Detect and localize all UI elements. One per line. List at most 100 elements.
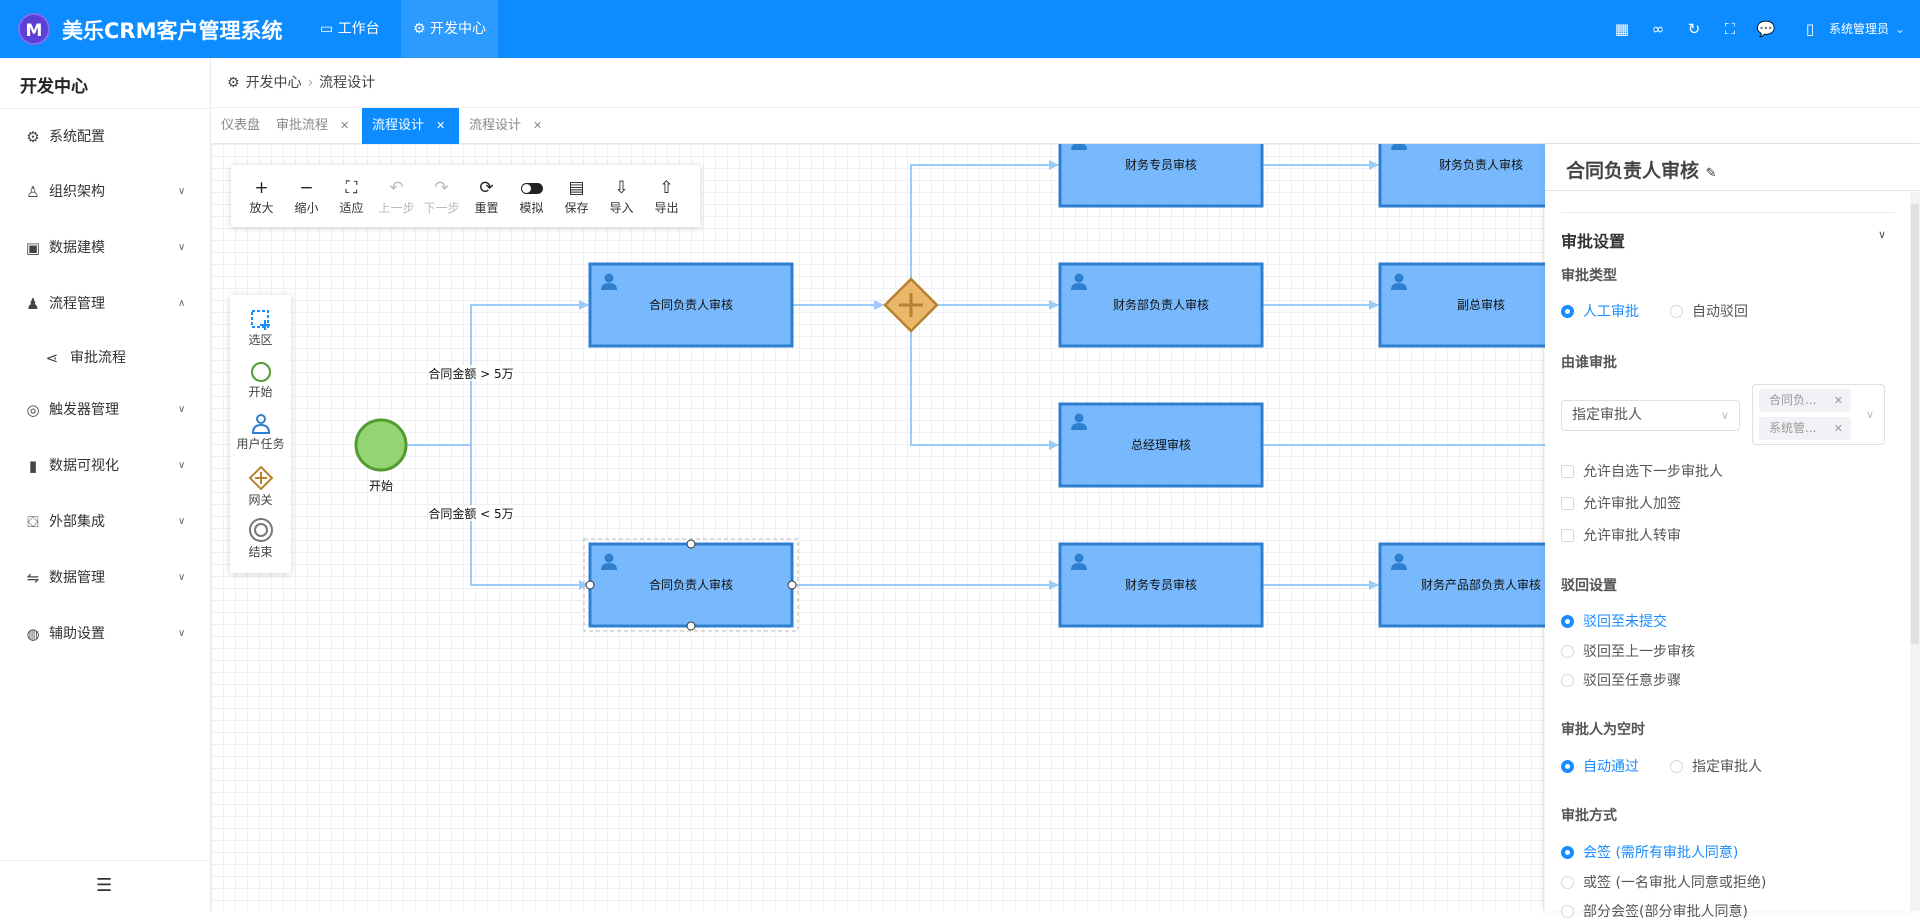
panel-scrollbar[interactable] [1910, 192, 1920, 911]
radio-assign-approver[interactable]: 指定审批人 [1670, 757, 1762, 777]
fullscreen-icon[interactable]: ⛶ [1724, 20, 1736, 38]
radio-reject-any[interactable]: 驳回至任意步骤 [1561, 671, 1681, 691]
grid-apps-icon[interactable]: ▦ [1614, 20, 1630, 38]
start-event-icon [250, 362, 271, 382]
radio-reject-unsubmitted[interactable]: 驳回至未提交 [1561, 612, 1667, 632]
tab-bar: 仪表盘 审批流程✕ 流程设计✕ 流程设计✕ [211, 108, 1920, 144]
close-icon[interactable]: ✕ [1833, 422, 1843, 435]
parallel-gateway[interactable] [883, 277, 939, 333]
radio-label: 驳回至任意步骤 [1583, 673, 1681, 689]
resize-handle [787, 580, 797, 590]
task-node[interactable]: 财务专员审核 [1058, 542, 1264, 628]
radio-dot [1561, 645, 1574, 658]
palette-user-task[interactable]: 用户任务 [230, 413, 291, 465]
fit-button[interactable]: ⛶适应 [329, 177, 374, 227]
toolbar-label: 导出 [654, 201, 679, 215]
link-icon[interactable]: ∞ [1651, 20, 1665, 38]
task-node[interactable]: 财务专员审核 [1058, 144, 1264, 208]
process-diagram[interactable]: 合同金额 > 5万 合同金额 < 5万 开始 合同负责人审核 合同负责人审核 财… [211, 144, 1545, 911]
message-icon[interactable]: 💬 [1756, 20, 1776, 38]
radio-auto-pass[interactable]: 自动通过 [1561, 757, 1639, 777]
task-node[interactable]: 副总审核 [1378, 262, 1545, 348]
palette-gateway[interactable]: 网关 [230, 465, 291, 517]
user-name: 系统管理员 [1829, 22, 1890, 36]
radio-or-sign[interactable]: 或签 (一名审批人同意或拒绝) [1561, 873, 1766, 893]
sidebar-item-process[interactable]: ♟流程管理∧ [0, 284, 210, 324]
edit-icon[interactable]: ✎ [1705, 166, 1717, 181]
tab-dashboard[interactable]: 仪表盘 [211, 108, 270, 144]
gear-icon: ⚙ [413, 21, 431, 37]
nav-workbench[interactable]: ▭ 工作台 [308, 0, 392, 58]
undo-button[interactable]: ↶上一步 [374, 177, 419, 227]
radio-partial-sign[interactable]: 部分会签(部分审批人同意) [1561, 902, 1748, 922]
close-icon[interactable]: ✕ [1833, 394, 1843, 407]
svg-text:合同负责人审核: 合同负责人审核 [649, 297, 733, 312]
sidebar-item-approval-flow[interactable]: ⋖审批流程 [0, 338, 210, 378]
checkbox-add-sign[interactable]: 允许审批人加签 [1561, 494, 1681, 514]
radio-auto-reject[interactable]: 自动驳回 [1670, 302, 1748, 322]
mobile-icon[interactable]: ▯ [1805, 20, 1815, 38]
sidebar-item-aux[interactable]: ◍辅助设置∨ [0, 614, 210, 654]
radio-countersign[interactable]: 会签 (需所有审批人同意) [1561, 843, 1738, 863]
approver-type-select[interactable]: 指定审批人∨ [1561, 400, 1740, 431]
import-button[interactable]: ⇩导入 [599, 177, 644, 227]
edge-label[interactable]: 合同金额 < 5万 [428, 506, 513, 521]
tag-label: 系统管... [1769, 421, 1817, 435]
start-event[interactable] [354, 418, 408, 472]
task-node[interactable]: 财务部负责人审核 [1058, 262, 1264, 348]
diagram-canvas[interactable]: 合同金额 > 5万 合同金额 < 5万 开始 合同负责人审核 合同负责人审核 财… [211, 144, 1545, 911]
simulate-toggle[interactable]: 模拟 [509, 177, 554, 227]
user-icon: ♙ [26, 183, 40, 201]
sidebar-item-data-model[interactable]: ▣数据建模∨ [0, 228, 210, 268]
tab-approval-flow[interactable]: 审批流程✕ [266, 108, 359, 144]
close-icon[interactable]: ✕ [340, 119, 350, 132]
task-node[interactable]: 财务负责人审核 [1378, 144, 1545, 208]
close-icon[interactable]: ✕ [436, 119, 446, 132]
section-approval-settings[interactable]: 审批设置 [1561, 232, 1626, 251]
checkbox-box [1561, 529, 1574, 542]
sidebar-item-org[interactable]: ♙组织架构∨ [0, 172, 210, 212]
tab-process-design[interactable]: 流程设计 ✕ [459, 108, 552, 144]
reset-button[interactable]: ⟳重置 [464, 177, 509, 227]
edge-label[interactable]: 合同金额 > 5万 [428, 366, 513, 381]
radio-manual[interactable]: 人工审批 [1561, 302, 1639, 322]
user-menu[interactable]: 系统管理员⌄ [1829, 20, 1905, 37]
chevron-down-icon[interactable]: ∨ [1878, 228, 1887, 241]
breadcrumb-item[interactable]: 开发中心 [245, 75, 302, 91]
sidebar-item-trigger[interactable]: ◎触发器管理∨ [0, 390, 210, 430]
checkbox-self-select-next[interactable]: 允许自选下一步审批人 [1561, 462, 1723, 482]
user-task-icon [251, 414, 270, 434]
close-icon[interactable]: ✕ [533, 119, 543, 132]
nav-dev-center[interactable]: ⚙ 开发中心 [401, 0, 499, 58]
task-node[interactable]: 合同负责人审核 [588, 262, 794, 348]
save-button[interactable]: ▤保存 [554, 177, 599, 227]
tab-process-design-active[interactable]: 流程设计✕ [362, 108, 459, 144]
sidebar-item-visualization[interactable]: ▮数据可视化∨ [0, 446, 210, 486]
palette-lasso[interactable]: 选区 [230, 309, 291, 361]
approver-tag: 系统管... ✕ [1759, 417, 1851, 440]
toolbar-label: 模拟 [519, 201, 544, 215]
palette-end[interactable]: 结束 [230, 517, 291, 569]
approver-multiselect[interactable]: 合同负...✕ 系统管...✕ ∨ [1752, 384, 1885, 445]
radio-reject-previous[interactable]: 驳回至上一步审核 [1561, 642, 1695, 662]
sidebar-item-integration[interactable]: ⛋外部集成∨ [0, 502, 210, 542]
collapse-menu-icon[interactable]: ☰ [96, 875, 113, 896]
sidebar-item-system-config[interactable]: ⚙系统配置 [0, 117, 210, 157]
stamp-icon: ♟ [26, 295, 40, 313]
redo-button[interactable]: ↷下一步 [419, 177, 464, 227]
scrollbar-thumb[interactable] [1911, 204, 1919, 644]
zoom-in-button[interactable]: +放大 [239, 177, 284, 227]
palette-start[interactable]: 开始 [230, 361, 291, 413]
toolbar-label: 缩小 [294, 201, 319, 215]
export-button[interactable]: ⇧导出 [644, 177, 689, 227]
task-node[interactable]: 总经理审核 [1058, 402, 1264, 488]
sidebar-item-data-manage[interactable]: ⇋数据管理∨ [0, 558, 210, 598]
radio-dot [1561, 846, 1574, 859]
checkbox-transfer[interactable]: 允许审批人转审 [1561, 526, 1681, 546]
task-node[interactable]: 财务产品部负责人审核 [1378, 542, 1545, 628]
tab-label: 流程设计 [469, 118, 522, 133]
task-node-selected[interactable]: 合同负责人审核 [583, 538, 799, 632]
checkbox-box [1561, 465, 1574, 478]
zoom-out-button[interactable]: −缩小 [284, 177, 329, 227]
refresh-icon[interactable]: ↻ [1687, 20, 1701, 38]
